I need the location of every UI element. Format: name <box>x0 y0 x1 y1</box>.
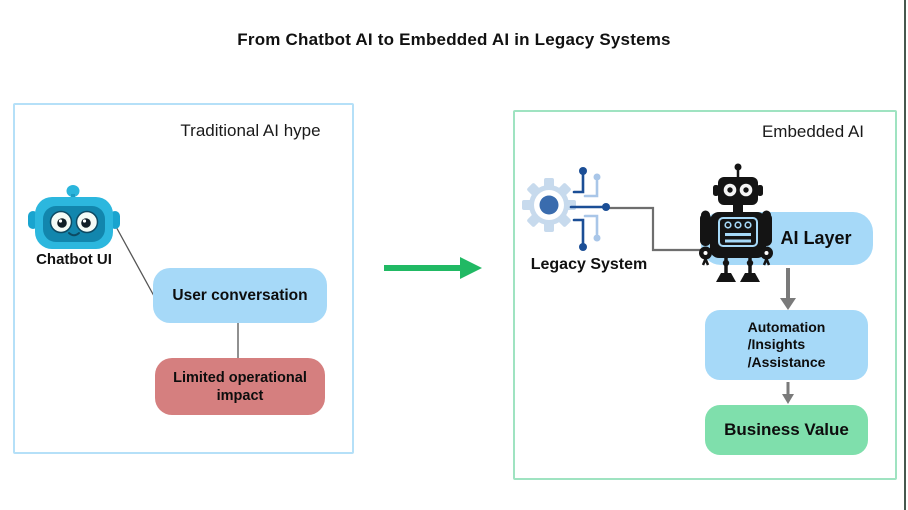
green-transition-arrow <box>384 257 482 279</box>
ai-layer-label: AI Layer <box>780 228 852 248</box>
user-conversation-node: User conversation <box>153 268 327 323</box>
circuit-traces <box>569 167 610 251</box>
chatbot-icon <box>28 185 120 249</box>
business-value-node: Business Value <box>705 405 868 455</box>
chatbot-caption: Chatbot UI <box>36 251 112 268</box>
left-panel-heading: Traditional AI hype <box>180 121 321 140</box>
automation-insights-label: Automation /Insights /Assistance <box>747 318 826 370</box>
ai-robot-icon <box>699 163 773 282</box>
legacy-system-gear-circuit-icon <box>522 167 610 251</box>
right-panel-heading: Embedded AI <box>761 122 865 141</box>
gear-icon <box>522 178 576 232</box>
limited-impact-node: Limited operational impact <box>155 358 325 415</box>
legacy-system-caption: Legacy System <box>530 256 648 273</box>
automation-insights-node: Automation /Insights /Assistance <box>705 310 868 380</box>
window-edge-divider <box>904 0 906 510</box>
diagram-title: From Chatbot AI to Embedded AI in Legacy… <box>237 30 671 49</box>
